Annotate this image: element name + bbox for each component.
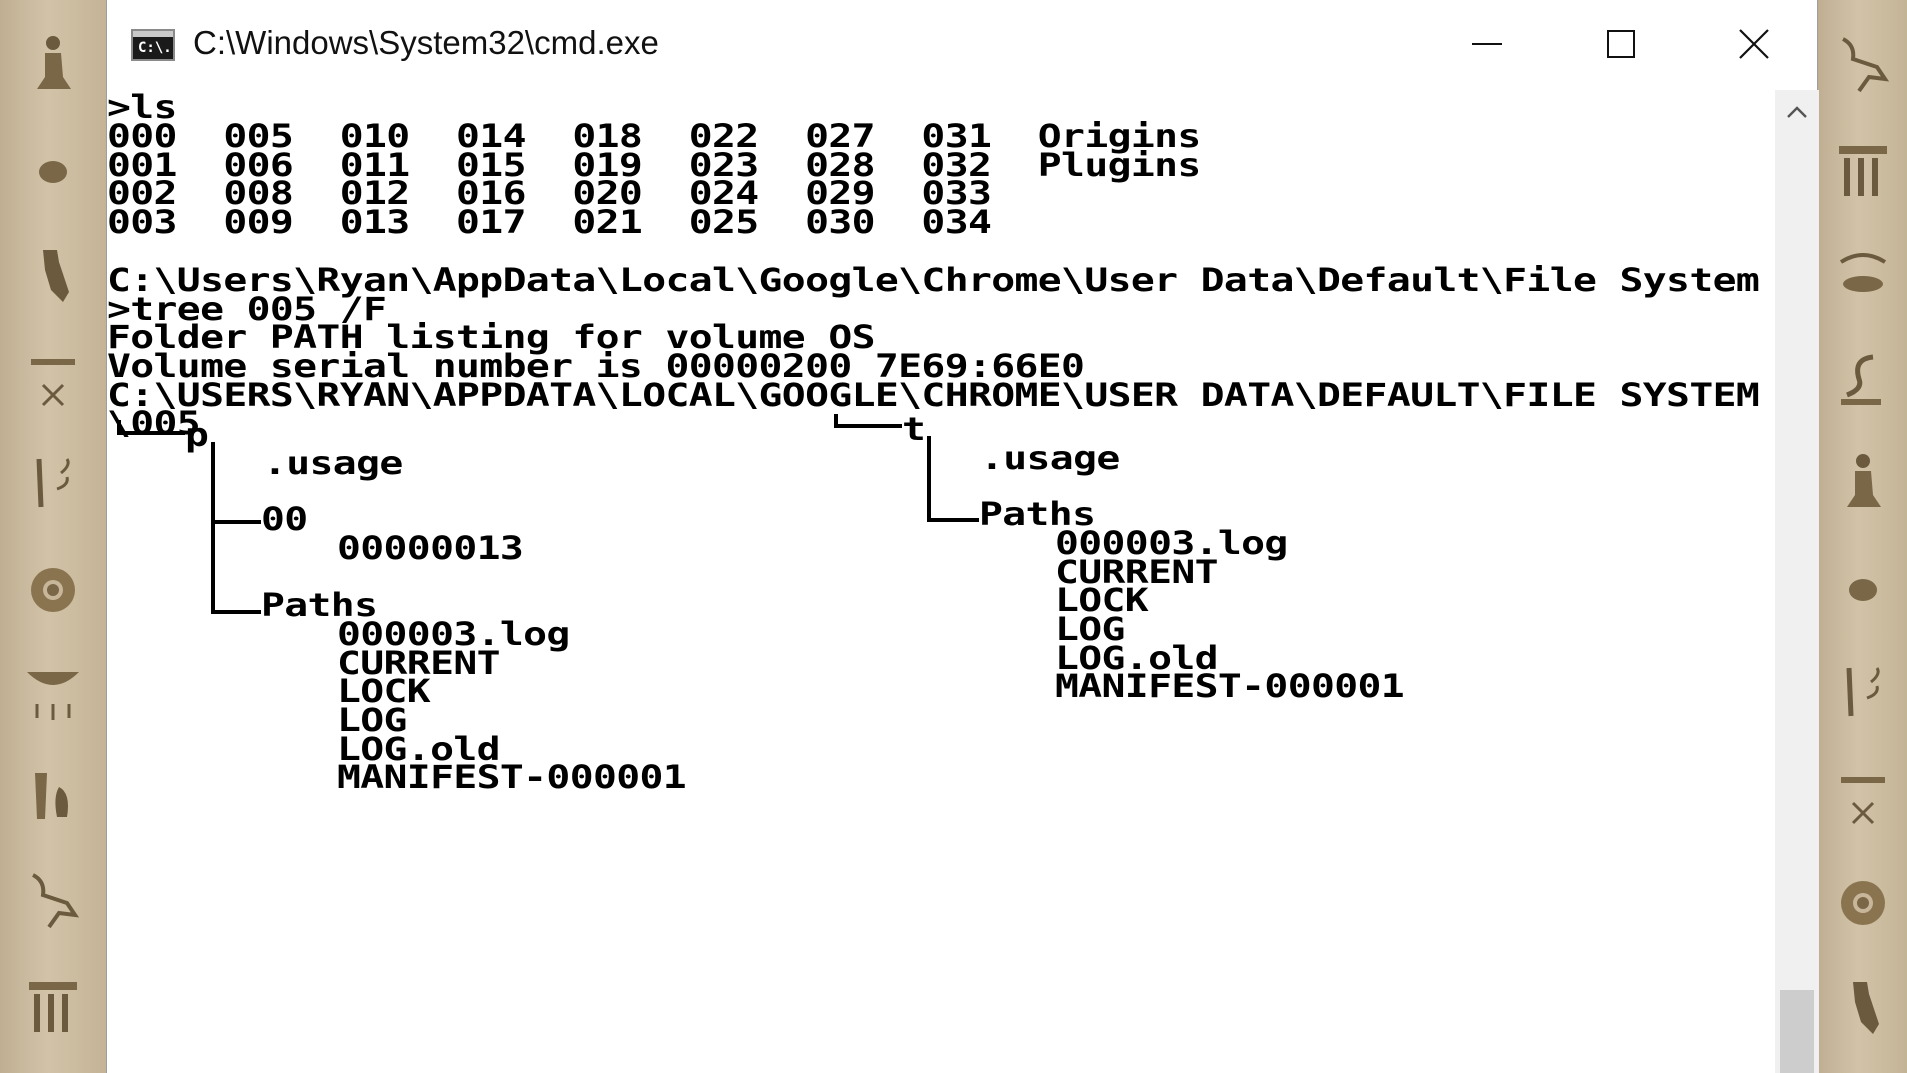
tree-connector xyxy=(211,610,261,614)
vertical-scrollbar[interactable] xyxy=(1775,90,1819,1073)
ls-row: 002 008 012 016 020 024 029 033 xyxy=(107,174,992,212)
bread-loaf-icon xyxy=(18,341,88,419)
file-usage: .usage xyxy=(980,439,1120,477)
minimize-icon xyxy=(1472,43,1502,45)
tree-connector xyxy=(211,520,261,524)
ls-row: 001 006 011 015 019 023 028 032 Plugins xyxy=(107,146,1201,184)
folder-listing-text: Folder PATH listing for volume OS xyxy=(107,318,876,356)
folder-00: 00 xyxy=(261,500,308,538)
icon-prompt-text: C:\. xyxy=(138,40,172,56)
console-output[interactable]: >ls 000 005 010 014 018 022 027 031 Orig… xyxy=(107,90,1775,1073)
reed-icon xyxy=(1828,654,1898,732)
ls-row: 000 005 010 014 018 022 027 031 Origins xyxy=(107,117,1201,155)
scroll-up-button[interactable] xyxy=(1775,90,1819,134)
seated-figure-icon xyxy=(18,27,88,105)
prompt-path: C:\Users\Ryan\AppData\Local\Google\Chrom… xyxy=(107,261,1760,299)
cmd-window[interactable]: C:\. C:\Windows\System32\cmd.exe >ls 000… xyxy=(106,0,1819,1073)
falcon-icon xyxy=(1828,968,1898,1046)
cmd-app-icon[interactable]: C:\. xyxy=(131,29,175,61)
folder-paths: Paths xyxy=(979,495,1096,533)
file-entry: LOCK xyxy=(1055,581,1149,619)
close-icon xyxy=(1739,29,1769,59)
horned-viper-icon xyxy=(1828,341,1898,419)
window-title: C:\Windows\System32\cmd.exe xyxy=(193,24,659,61)
sun-disk-icon xyxy=(1828,550,1898,628)
chrome-ring-icon xyxy=(18,550,88,628)
folder-p: p xyxy=(185,416,209,454)
seated-figure-icon xyxy=(1828,445,1898,523)
folder-paths: Paths xyxy=(261,586,378,624)
tree-connector xyxy=(927,518,979,522)
bird-eye-icon xyxy=(1828,236,1898,314)
tree-connector xyxy=(927,436,931,522)
ibis-icon xyxy=(18,863,88,941)
title-bar[interactable]: C:\. C:\Windows\System32\cmd.exe xyxy=(107,0,1817,90)
icon-titlebar-strip xyxy=(133,31,173,37)
file-usage: .usage xyxy=(263,444,403,482)
file-entry: 000003.log xyxy=(337,615,570,653)
scroll-thumb[interactable] xyxy=(1780,990,1814,1073)
file-entry: MANIFEST-000001 xyxy=(1055,667,1405,705)
maximize-icon xyxy=(1607,30,1635,58)
file-entry: LOG xyxy=(1055,610,1125,648)
tree-connector xyxy=(117,420,121,434)
folder-t: t xyxy=(902,410,926,448)
maximize-button[interactable] xyxy=(1581,18,1661,70)
basket-icon xyxy=(18,654,88,732)
file-entry: CURRENT xyxy=(337,644,501,682)
tree-connector xyxy=(117,431,185,435)
reed-icon xyxy=(18,445,88,523)
chevron-up-icon xyxy=(1787,106,1807,118)
right-hieroglyph-border xyxy=(1818,0,1907,1073)
left-hieroglyph-border xyxy=(0,0,106,1073)
file-entry: 000003.log xyxy=(1055,524,1288,562)
shrine-icon xyxy=(1828,132,1898,210)
ls-row: 003 009 013 017 021 025 030 034 xyxy=(107,203,992,241)
file-entry: LOG.old xyxy=(1055,639,1219,677)
file-entry: LOG xyxy=(337,701,407,739)
volume-serial-text: Volume serial number is 00000200 7E69:66… xyxy=(107,347,1085,385)
file-entry: CURRENT xyxy=(1055,553,1219,591)
command-ls: >ls xyxy=(107,90,177,126)
sun-disk-icon xyxy=(18,132,88,210)
falcon-icon xyxy=(18,236,88,314)
shrine-icon xyxy=(18,968,88,1046)
bread-loaf-icon xyxy=(1828,759,1898,837)
close-button[interactable] xyxy=(1714,18,1794,70)
file-entry: LOG.old xyxy=(337,730,501,768)
ibis-icon xyxy=(1828,27,1898,105)
tree-connector xyxy=(211,442,215,614)
chrome-ring-icon xyxy=(1828,863,1898,941)
tree-connector xyxy=(834,424,902,428)
tree-connector xyxy=(834,414,838,428)
file-entry: LOCK xyxy=(337,672,431,710)
file-entry: MANIFEST-000001 xyxy=(337,758,687,796)
vessel-icon xyxy=(18,759,88,837)
file-00000013: 00000013 xyxy=(337,529,524,567)
minimize-button[interactable] xyxy=(1447,18,1527,70)
command-tree: >tree 005 /F xyxy=(107,290,387,328)
tree-root-path: C:\USERS\RYAN\APPDATA\LOCAL\GOOGLE\CHROM… xyxy=(107,376,1760,414)
